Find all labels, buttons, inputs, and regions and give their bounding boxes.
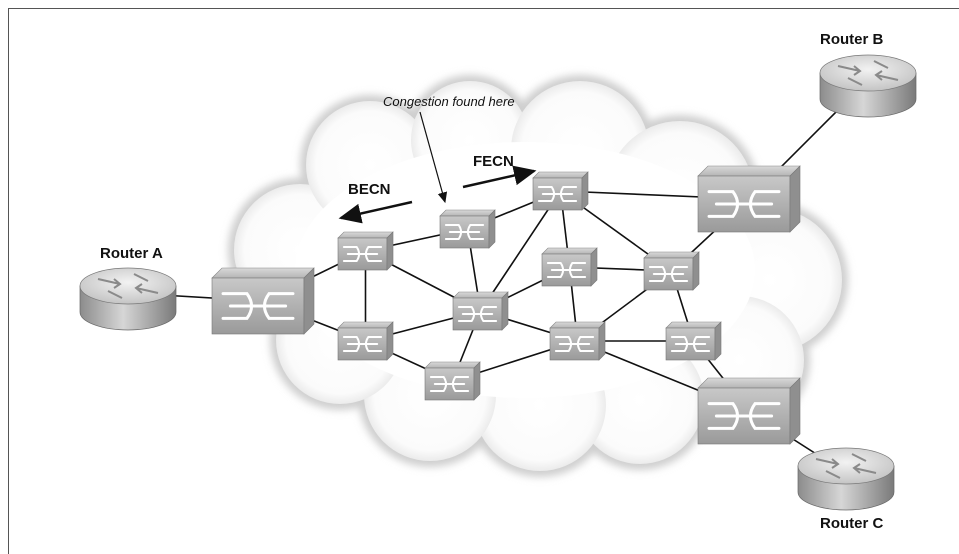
congestion-label: Congestion found here (383, 94, 515, 109)
switch-icon (643, 251, 700, 291)
router-a-label: Router A (100, 245, 163, 262)
switches (211, 165, 801, 445)
diagram-frame (8, 8, 959, 554)
switch-icon (697, 165, 801, 233)
switch-icon (541, 247, 598, 287)
router-b-icon (819, 54, 917, 118)
switch-icon (439, 209, 496, 249)
arrows (338, 111, 537, 224)
switch-icon (697, 377, 801, 445)
switch-icon (211, 267, 315, 335)
congestion-pointer (419, 111, 448, 204)
fecn-arrow (462, 165, 537, 189)
switch-icon (665, 321, 722, 361)
becn-arrow (338, 200, 413, 224)
switch-icon (337, 231, 394, 271)
switch-icon (549, 321, 606, 361)
switch-icon (452, 291, 509, 331)
switch-icon (424, 361, 481, 401)
router-c-icon (797, 447, 895, 511)
link-s3-s5 (479, 190, 562, 312)
router-b-label: Router B (820, 31, 884, 48)
router-a-icon (79, 267, 177, 331)
becn-label: BECN (348, 181, 391, 198)
switch-icon (337, 321, 394, 361)
fecn-label: FECN (473, 153, 514, 170)
routers (79, 54, 917, 511)
router-c-label: Router C (820, 515, 884, 532)
switch-icon (532, 171, 589, 211)
